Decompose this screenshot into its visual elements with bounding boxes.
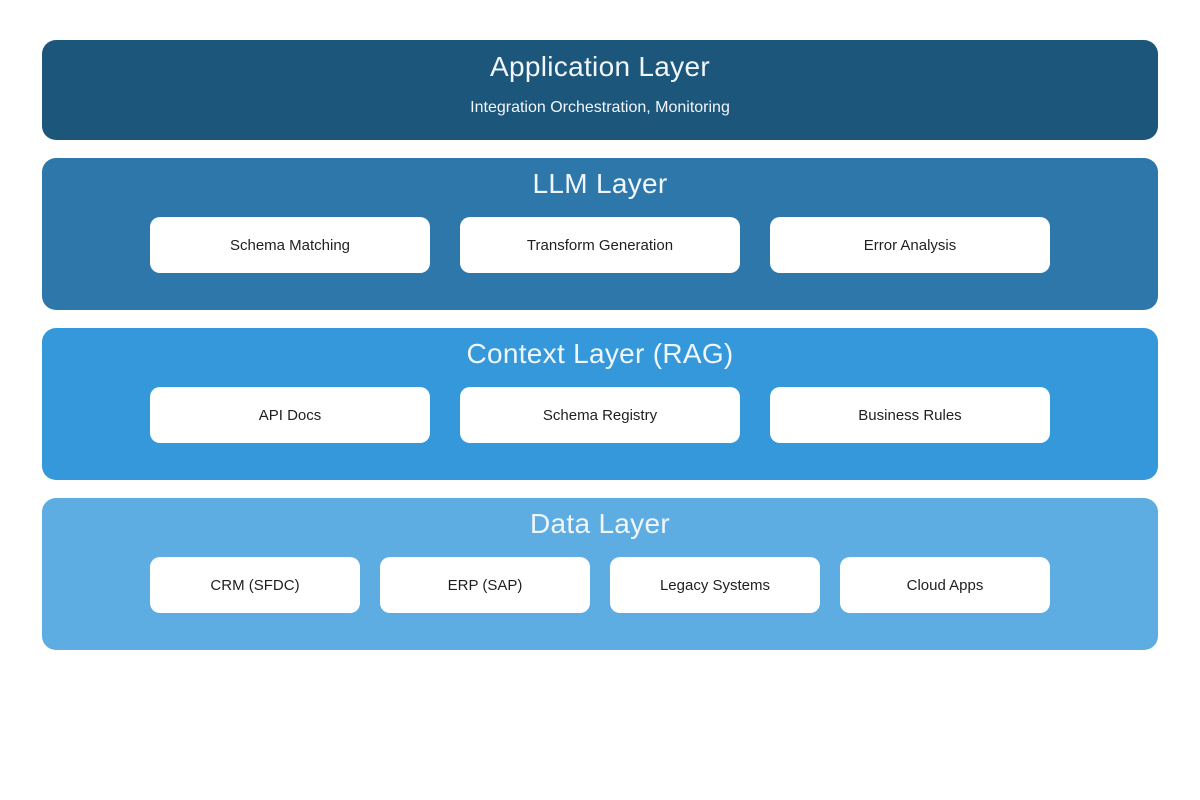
layer-application-subtitle: Integration Orchestration, Monitoring	[470, 99, 730, 116]
layer-data-title: Data Layer	[530, 508, 670, 539]
component-card-api-docs: API Docs	[150, 387, 430, 443]
layer-context-rag-title: Context Layer (RAG)	[466, 338, 734, 369]
component-card-erp-sap: ERP (SAP)	[380, 557, 590, 613]
layer-llm: LLM Layer Schema Matching Transform Gene…	[42, 158, 1158, 310]
component-card-business-rules: Business Rules	[770, 387, 1050, 443]
layer-stack: Application Layer Integration Orchestrat…	[42, 40, 1158, 650]
component-card-schema-registry: Schema Registry	[460, 387, 740, 443]
layer-context-rag: Context Layer (RAG) API Docs Schema Regi…	[42, 328, 1158, 480]
layer-llm-cards: Schema Matching Transform Generation Err…	[42, 217, 1158, 273]
component-card-legacy-systems: Legacy Systems	[610, 557, 820, 613]
layer-application: Application Layer Integration Orchestrat…	[42, 40, 1158, 140]
component-card-schema-matching: Schema Matching	[150, 217, 430, 273]
component-card-crm-sfdc: CRM (SFDC)	[150, 557, 360, 613]
component-card-cloud-apps: Cloud Apps	[840, 557, 1050, 613]
layer-data-cards: CRM (SFDC) ERP (SAP) Legacy Systems Clou…	[42, 557, 1158, 613]
layer-context-cards: API Docs Schema Registry Business Rules	[42, 387, 1158, 443]
component-card-error-analysis: Error Analysis	[770, 217, 1050, 273]
layer-llm-title: LLM Layer	[532, 168, 668, 199]
layer-application-title: Application Layer	[490, 51, 710, 82]
layer-data: Data Layer CRM (SFDC) ERP (SAP) Legacy S…	[42, 498, 1158, 650]
component-card-transform-generation: Transform Generation	[460, 217, 740, 273]
